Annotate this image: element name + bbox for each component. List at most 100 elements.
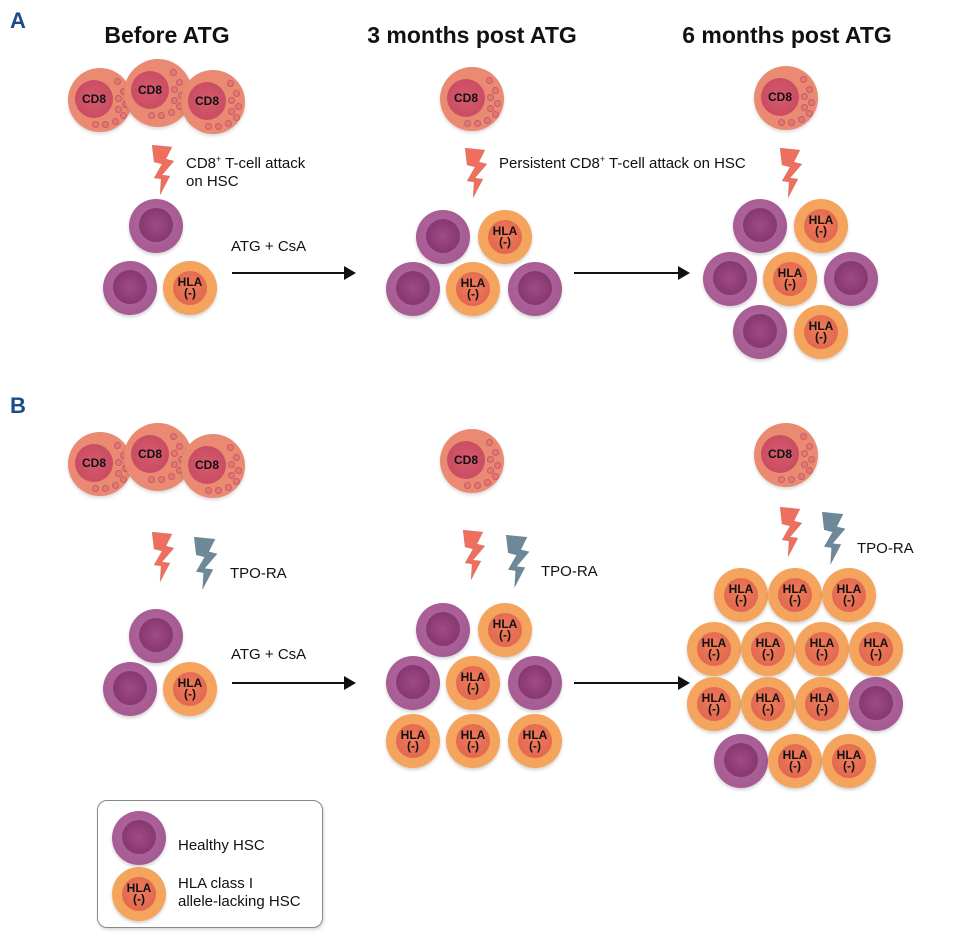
hla-text: HLA bbox=[836, 582, 862, 596]
granule bbox=[115, 459, 122, 466]
granule bbox=[171, 450, 178, 457]
cd8-attack-bolt-icon bbox=[462, 530, 486, 580]
healthy-hsc bbox=[703, 252, 757, 306]
cd8-t-cell: CD8 bbox=[181, 70, 245, 134]
cd8-attack-bolt-icon bbox=[779, 507, 803, 557]
nucleus: HLA(-) bbox=[518, 724, 552, 758]
nucleus bbox=[834, 261, 868, 295]
tpo-ra-bolt-icon bbox=[193, 537, 218, 590]
hla-lacking-hsc: HLA(-) bbox=[446, 656, 500, 710]
hla-text: HLA bbox=[400, 728, 426, 742]
hla-text: HLA bbox=[177, 676, 203, 690]
healthy-hsc bbox=[733, 199, 787, 253]
granule bbox=[788, 119, 795, 126]
hla-minus-text: (-) bbox=[499, 235, 511, 249]
panel-letter-b: B bbox=[10, 393, 26, 418]
hla-text: HLA bbox=[126, 881, 152, 895]
hla-minus-text: (-) bbox=[467, 739, 479, 753]
granule bbox=[168, 473, 175, 480]
hla-minus-text: (-) bbox=[133, 892, 145, 906]
cd8-nucleus: CD8 bbox=[761, 435, 799, 473]
hla-lacking-hsc: HLA(-) bbox=[687, 622, 741, 676]
nucleus: HLA(-) bbox=[778, 578, 812, 612]
hla-minus-text: (-) bbox=[407, 739, 419, 753]
healthy-hsc bbox=[103, 662, 157, 716]
granule bbox=[215, 123, 222, 130]
hla-minus-text: (-) bbox=[870, 647, 882, 661]
granule bbox=[806, 86, 813, 93]
hla-minus-text: (-) bbox=[784, 277, 796, 291]
cd8-t-cell: CD8 bbox=[440, 67, 504, 131]
column-title-3-months: 3 months post ATG bbox=[367, 22, 577, 48]
cd8-attack-bolt-icon bbox=[464, 148, 488, 198]
granule bbox=[806, 443, 813, 450]
granule bbox=[114, 442, 121, 449]
granule bbox=[228, 472, 235, 479]
cd8-t-cell: CD8 bbox=[68, 68, 132, 132]
granule bbox=[800, 433, 807, 440]
nucleus: HLA(-) bbox=[805, 687, 839, 721]
legend-hla-label-line1: HLA class I bbox=[178, 875, 254, 892]
granule bbox=[92, 121, 99, 128]
attack-label-line2: on HSC bbox=[186, 173, 239, 190]
hla-text: HLA bbox=[808, 319, 834, 333]
hla-lacking-hsc: HLA(-) bbox=[163, 662, 217, 716]
nucleus bbox=[426, 612, 460, 646]
granule bbox=[484, 479, 491, 486]
granule bbox=[800, 76, 807, 83]
hla-text: HLA bbox=[777, 266, 803, 280]
nucleus bbox=[396, 271, 430, 305]
granule bbox=[487, 94, 494, 101]
cd8-attack-bolt-icon bbox=[779, 148, 803, 198]
hla-lacking-hsc: HLA(-) bbox=[768, 568, 822, 622]
cd8-t-cell: CD8 bbox=[440, 429, 504, 493]
cd8-nucleus: CD8 bbox=[188, 446, 226, 484]
nucleus bbox=[724, 743, 758, 777]
granule bbox=[492, 473, 499, 480]
hla-minus-text: (-) bbox=[762, 647, 774, 661]
hla-lacking-hsc: HLA(-) bbox=[478, 210, 532, 264]
hla-minus-text: (-) bbox=[762, 702, 774, 716]
nucleus: HLA(-) bbox=[488, 220, 522, 254]
hla-lacking-hsc: HLA(-) bbox=[446, 714, 500, 768]
cd8-nucleus: CD8 bbox=[131, 435, 169, 473]
attack-label-text: CD8 bbox=[186, 155, 217, 172]
granule bbox=[228, 97, 235, 104]
nucleus: HLA(-) bbox=[778, 744, 812, 778]
attack-label-text-rest: T-cell attack bbox=[221, 155, 306, 172]
panel-letter-a: A bbox=[10, 8, 26, 33]
hla-text: HLA bbox=[701, 691, 727, 705]
granule bbox=[112, 482, 119, 489]
healthy-hsc bbox=[714, 734, 768, 788]
granule bbox=[233, 114, 240, 121]
hla-lacking-hsc: HLA(-) bbox=[794, 199, 848, 253]
progression-arrow-b1 bbox=[232, 676, 356, 690]
granule bbox=[102, 121, 109, 128]
granule bbox=[176, 79, 183, 86]
granule bbox=[233, 90, 240, 97]
healthy-hsc bbox=[386, 262, 440, 316]
nucleus: HLA(-) bbox=[805, 632, 839, 666]
granule bbox=[227, 444, 234, 451]
nucleus: HLA (-) bbox=[122, 877, 156, 911]
hla-lacking-hsc: HLA(-) bbox=[386, 714, 440, 768]
nucleus: HLA(-) bbox=[724, 578, 758, 612]
hla-minus-text: (-) bbox=[184, 286, 196, 300]
nucleus: HLA(-) bbox=[456, 272, 490, 306]
hla-text: HLA bbox=[460, 670, 486, 684]
nucleus bbox=[113, 671, 147, 705]
hla-minus-text: (-) bbox=[708, 702, 720, 716]
granule bbox=[176, 443, 183, 450]
tpo-label-before: TPO-RA bbox=[230, 565, 287, 582]
cd8-nucleus: CD8 bbox=[131, 71, 169, 109]
cd8-attack-bolt-icon bbox=[151, 145, 175, 195]
nucleus: HLA(-) bbox=[751, 632, 785, 666]
hla-lacking-hsc: HLA(-) bbox=[446, 262, 500, 316]
granule bbox=[808, 99, 815, 106]
healthy-hsc bbox=[129, 199, 183, 253]
cd8-nucleus: CD8 bbox=[188, 82, 226, 120]
healthy-hsc bbox=[508, 262, 562, 316]
granule bbox=[801, 93, 808, 100]
attack-label-text: Persistent CD8 bbox=[499, 155, 600, 172]
nucleus: HLA(-) bbox=[173, 271, 207, 305]
